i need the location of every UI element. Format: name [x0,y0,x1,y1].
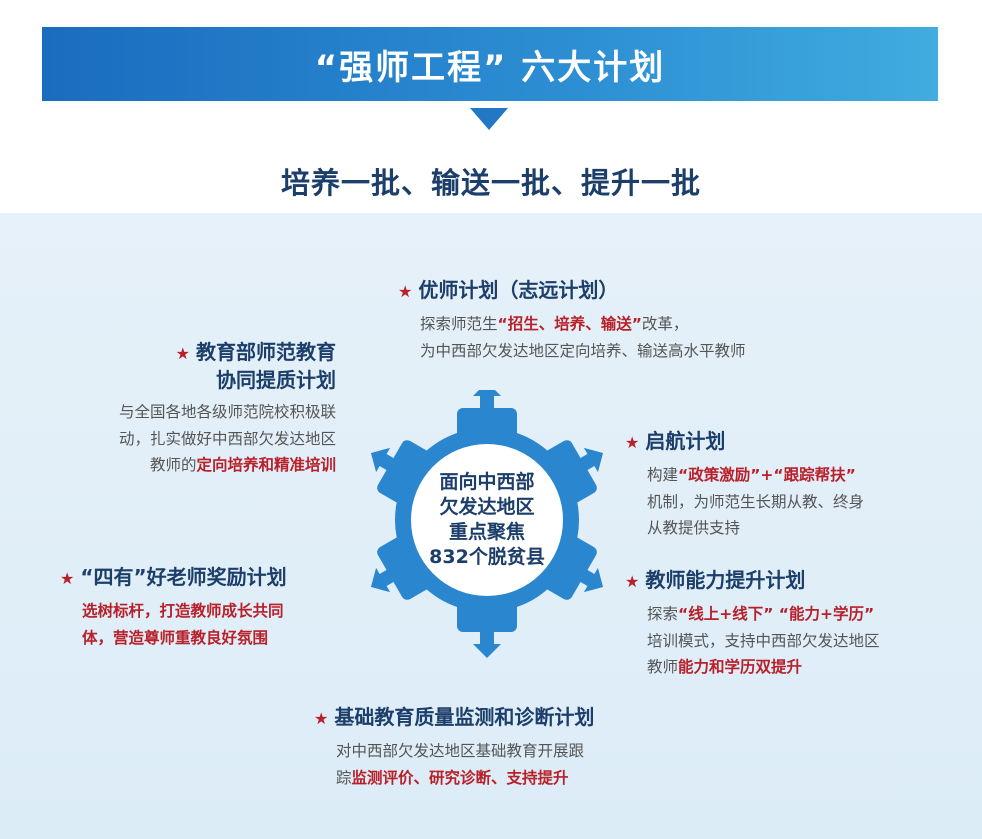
subtitle: 培养一批、输送一批、提升一批 [280,166,701,200]
description-text: 教师的 [149,456,197,474]
plan-jiance: ★基础教育质量监测和诊断计划对中西部欠发达地区基础教育开展跟踪监测评价、研究诊断… [314,704,594,791]
highlight-text: “线上+线下” “能力+学历” [678,605,875,623]
description-line: 踪监测评价、研究诊断、支持提升 [336,765,594,792]
description-line: 培训模式，支持中西部欠发达地区 [647,628,880,655]
star-icon: ★ [314,709,329,728]
description-line: 教师的定向培养和精准培训 [119,452,336,479]
plan-description: 探索“线上+线下” “能力+学历”培训模式，支持中西部欠发达地区教师能力和学历双… [647,601,880,681]
description-text: 为中西部欠发达地区定向培养、输送高水平教师 [420,341,746,360]
plan-description: 选树标杆，打造教师成长共同体，营造尊师重教良好氛围 [82,598,287,651]
description-text: 教师 [647,658,679,676]
plan-heading-text: 优师计划（志远计划） [418,278,619,302]
center-line: 欠发达地区 [439,496,535,518]
description-text: 改革， [641,315,689,333]
center-text: 面向中西部 欠发达地区 重点聚焦 832个脱贫县 [407,470,567,570]
description-line: 为中西部欠发达地区定向培养、输送高水平教师 [420,338,746,365]
description-line: 对中西部欠发达地区基础教育开展跟 [336,738,594,765]
down-arrow-icon [470,108,508,130]
plan-heading: ★ 教师能力提升计划 [625,567,880,595]
arrow-up-icon [473,390,501,408]
highlight-text: 能力和学历双提升 [678,658,803,676]
description-text: 构建 [647,466,679,484]
plan-heading: ★ 基础教育质量监测和诊断计划 [314,704,594,732]
star-icon: ★ [175,344,190,363]
description-line: 体，营造尊师重教良好氛围 [82,625,287,652]
plan-heading-text: “四有”好老师奖励计划 [80,565,287,589]
highlight-text: “政策激励”+“跟踪帮扶” [678,466,856,484]
page-title: “强师工程” 六大计划 [314,47,666,88]
star-icon: ★ [398,282,413,301]
plan-description: 对中西部欠发达地区基础教育开展跟踪监测评价、研究诊断、支持提升 [336,738,594,791]
plan-qihang: ★ 启航计划构建“政策激励”+“跟踪帮扶” 机制，为师范生长期从教、终身从教提供支持 [625,428,864,542]
plan-heading-text: 协同提质计划 [216,368,336,392]
plan-heading: ★ 启航计划 [625,428,864,456]
description-text: 动，扎实做好中西部欠发达地区 [118,429,336,448]
plan-nengli: ★ 教师能力提升计划探索“线上+线下” “能力+学历” 培训模式，支持中西部欠发达地… [625,567,880,681]
description-line: 与全国各地各级师范院校积极联 [119,399,336,426]
plan-description: 探索师范生“招生、培养、输送”改革， 为中西部欠发达地区定向培养、输送高水平教师 [420,311,746,364]
description-text: 从教提供支持 [647,519,741,537]
description-text: 踪 [336,768,352,787]
description-text: 与全国各地各级师范院校积极联 [118,403,336,421]
plan-heading: ★ “四有”好老师奖励计划 [60,564,287,592]
description-line: 探索“线上+线下” “能力+学历” [647,601,880,628]
plan-heading-text: 教育部师范教育 [196,340,336,364]
description-text: 探索 [647,605,679,623]
star-icon: ★ [60,569,75,588]
description-line: 动，扎实做好中西部欠发达地区 [119,426,336,453]
description-line: 从教提供支持 [647,515,864,542]
center-line: 832个脱贫县 [429,546,545,568]
star-icon: ★ [625,572,640,591]
highlight-text: “招生、培养、输送” [497,315,642,333]
plan-siyou: ★ “四有”好老师奖励计划选树标杆，打造教师成长共同体，营造尊师重教良好氛围 [60,564,287,651]
plan-description: 与全国各地各级师范院校积极联动，扎实做好中西部欠发达地区教师的定向培养和精准培训 [119,399,336,479]
description-text: 对中西部欠发达地区基础教育开展跟 [336,742,585,760]
arrow-down-icon [473,632,501,658]
highlight-text: 体，营造尊师重教良好氛围 [82,628,269,647]
plan-description: 构建“政策激励”+“跟踪帮扶” 机制，为师范生长期从教、终身从教提供支持 [647,462,864,542]
plan-heading: ★ 教育部师范教育 [119,339,336,367]
description-line: 构建“政策激励”+“跟踪帮扶” [647,462,864,489]
highlight-text: 定向培养和精准培训 [196,456,336,474]
plan-xietong: ★ 教育部师范教育协同提质计划与全国各地各级师范院校积极联动，扎实做好中西部欠发达… [119,339,336,479]
gear-icon [367,390,607,658]
highlight-text: 监测评价、研究诊断、支持提升 [351,768,569,787]
description-line: 教师能力和学历双提升 [647,654,880,681]
plan-youshi: ★ 优师计划（志远计划） 探索师范生“招生、培养、输送”改革， 为中西部欠发达地区定向… [398,277,746,364]
plan-heading-text: 教师能力提升计划 [645,568,806,592]
description-text: 培训模式，支持中西部欠发达地区 [647,631,880,650]
title-banner: “强师工程” 六大计划 [42,27,938,101]
center-line: 重点聚焦 [448,521,525,543]
plan-heading-text: 启航计划 [645,429,726,453]
highlight-text: 选树标杆，打造教师成长共同 [82,602,284,620]
plan-heading: ★ 优师计划（志远计划） [398,277,746,305]
star-icon: ★ [625,433,640,452]
description-text: 机制，为师范生长期从教、终身 [647,492,865,511]
description-line: 机制，为师范生长期从教、终身 [647,489,864,516]
center-line: 面向中西部 [439,471,535,493]
plan-heading: 协同提质计划 [119,367,336,393]
description-text: 探索师范生 [420,315,498,333]
description-line: 选树标杆，打造教师成长共同 [82,598,287,625]
plan-heading-text: 基础教育质量监测和诊断计划 [334,705,595,729]
description-line: 探索师范生“招生、培养、输送”改革， [420,311,746,338]
